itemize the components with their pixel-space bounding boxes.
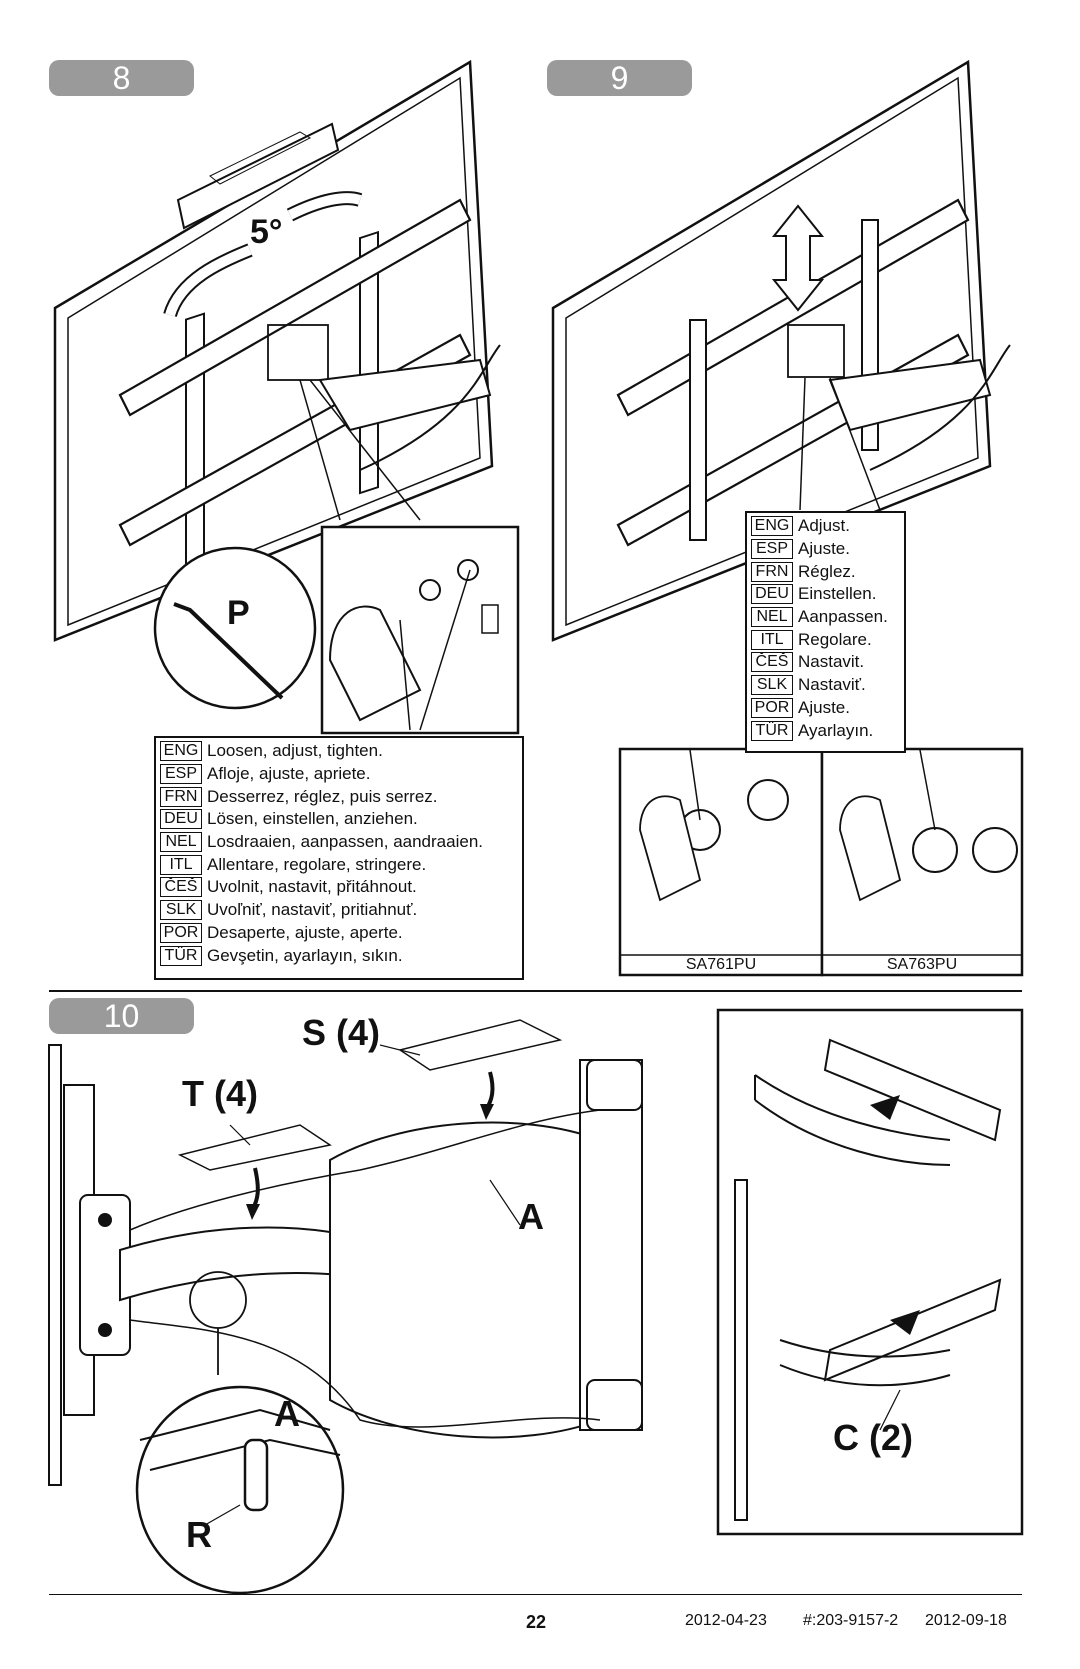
label-c: C (2) bbox=[833, 1417, 913, 1458]
lang-code: FRN bbox=[751, 561, 793, 582]
lang-code: NEL bbox=[160, 832, 202, 853]
footer-doc-id: #:203-9157-2 bbox=[803, 1612, 899, 1629]
instruction-text: Desserrez, réglez, puis serrez. bbox=[207, 786, 438, 806]
instruction-text: Desaperte, ajuste, aperte. bbox=[207, 922, 403, 942]
step-9-tv-illustration bbox=[551, 59, 1024, 977]
instruction-text: Allentare, regolare, stringere. bbox=[207, 854, 427, 874]
lang-code: SLK bbox=[160, 900, 202, 921]
lang-code: FRN bbox=[160, 786, 202, 807]
instruction-text: Ajuste. bbox=[798, 697, 850, 717]
lang-code: ČEŠ bbox=[751, 652, 793, 673]
step-8-badge: 8 bbox=[49, 60, 194, 96]
instruction-text: Einstellen. bbox=[798, 584, 877, 604]
lang-code: ESP bbox=[160, 764, 202, 785]
lang-code: NEL bbox=[751, 607, 793, 628]
lang-code: ESP bbox=[751, 539, 793, 560]
lang-code: ČEŠ bbox=[160, 877, 202, 898]
label-r: R bbox=[186, 1514, 212, 1555]
lang-code: DEU bbox=[751, 584, 793, 605]
label-s: S (4) bbox=[302, 1012, 381, 1053]
instruction-text: Gevşetin, ayarlayın, sıkın. bbox=[207, 945, 403, 965]
section-divider bbox=[49, 990, 1022, 992]
lang-code: TÜR bbox=[160, 945, 202, 966]
lang-code: SLK bbox=[751, 675, 793, 696]
page-number: 22 bbox=[526, 1612, 547, 1632]
model-caption-left: SA761PU bbox=[685, 956, 757, 973]
lang-code: POR bbox=[160, 922, 202, 943]
instruction-text: Aanpassen. bbox=[798, 607, 888, 627]
instruction-text: Loosen, adjust, tighten. bbox=[207, 741, 383, 761]
angle-label: 5° bbox=[250, 213, 283, 251]
instruction-text: Lösen, einstellen, anziehen. bbox=[207, 809, 418, 829]
lang-code: ITL bbox=[160, 854, 202, 875]
instruction-text: Regolare. bbox=[798, 629, 872, 649]
lang-code: TÜR bbox=[751, 720, 793, 741]
tool-p-label: P bbox=[227, 594, 250, 632]
lang-code: ITL bbox=[751, 629, 793, 650]
lang-code: ENG bbox=[751, 516, 793, 537]
instruction-text: Afloje, ajuste, apriete. bbox=[207, 764, 371, 784]
step-9-badge: 9 bbox=[547, 60, 692, 96]
lang-code: ENG bbox=[160, 741, 202, 762]
step-10-badge: 10 bbox=[49, 998, 194, 1034]
label-a: A bbox=[518, 1196, 544, 1237]
instruction-text: Ayarlayın. bbox=[798, 720, 874, 740]
footer-rule bbox=[49, 1594, 1022, 1595]
lang-code: DEU bbox=[160, 809, 202, 830]
footer-date: 2012-04-23 bbox=[685, 1612, 767, 1629]
step-8-tv-illustration bbox=[53, 59, 520, 735]
instruction-text: Losdraaien, aanpassen, aandraaien. bbox=[207, 832, 483, 852]
instruction-text: Réglez. bbox=[798, 561, 856, 581]
instruction-text: Uvolnit, nastavit, přitáhnout. bbox=[207, 877, 417, 897]
instruction-text: Ajuste. bbox=[798, 539, 850, 559]
instruction-text: Uvoľniť, nastaviť, pritiahnuť. bbox=[207, 900, 418, 920]
instruction-text: Adjust. bbox=[798, 516, 850, 536]
label-t: T (4) bbox=[182, 1073, 258, 1114]
instruction-text: Nastavit. bbox=[798, 652, 865, 672]
instruction-text: Nastaviť. bbox=[798, 675, 866, 695]
lang-code: POR bbox=[751, 697, 793, 718]
label-a-detail: A bbox=[274, 1393, 300, 1434]
model-caption-right: SA763PU bbox=[886, 956, 958, 973]
footer-rev-date: 2012-09-18 bbox=[925, 1612, 1007, 1629]
